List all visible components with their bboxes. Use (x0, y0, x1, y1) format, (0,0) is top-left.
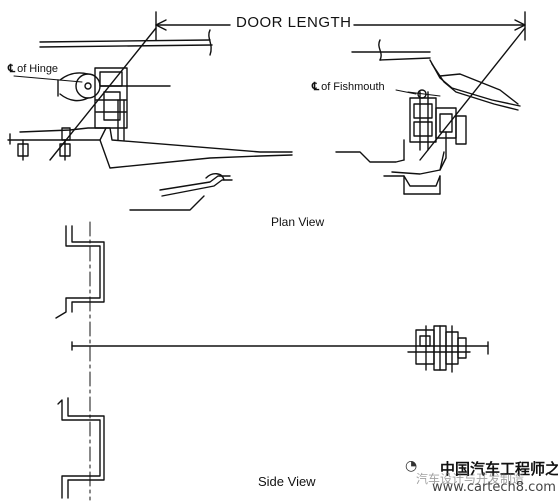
centerline-symbol: ℄ (312, 81, 320, 93)
centerline-symbol: ℄ (8, 63, 16, 75)
watermark-account: 汽车设计与开发制造 (416, 472, 525, 486)
wechat-icon: ◔ (405, 458, 418, 474)
fishmouth-assembly-right (335, 27, 526, 195)
door-length-label: DOOR LENGTH (236, 14, 352, 31)
cl-fishmouth-text: of Fishmouth (321, 81, 385, 93)
side-view-profile (55, 221, 489, 501)
hinge-assembly-left (7, 27, 293, 211)
centerline-of-fishmouth-label: ℄of Fishmouth (312, 82, 385, 93)
watermark-url: www.cartech8.com (432, 480, 556, 495)
plan-view-caption: Plan View (271, 215, 325, 229)
side-view-caption: Side View (258, 474, 316, 489)
watermark-chinese: 中国汽车工程师之家 (440, 460, 558, 478)
door-length-dimension (155, 11, 526, 41)
cl-hinge-text: of Hinge (17, 63, 59, 75)
centerline-of-hinge-label: ℄of Hinge (8, 64, 58, 75)
